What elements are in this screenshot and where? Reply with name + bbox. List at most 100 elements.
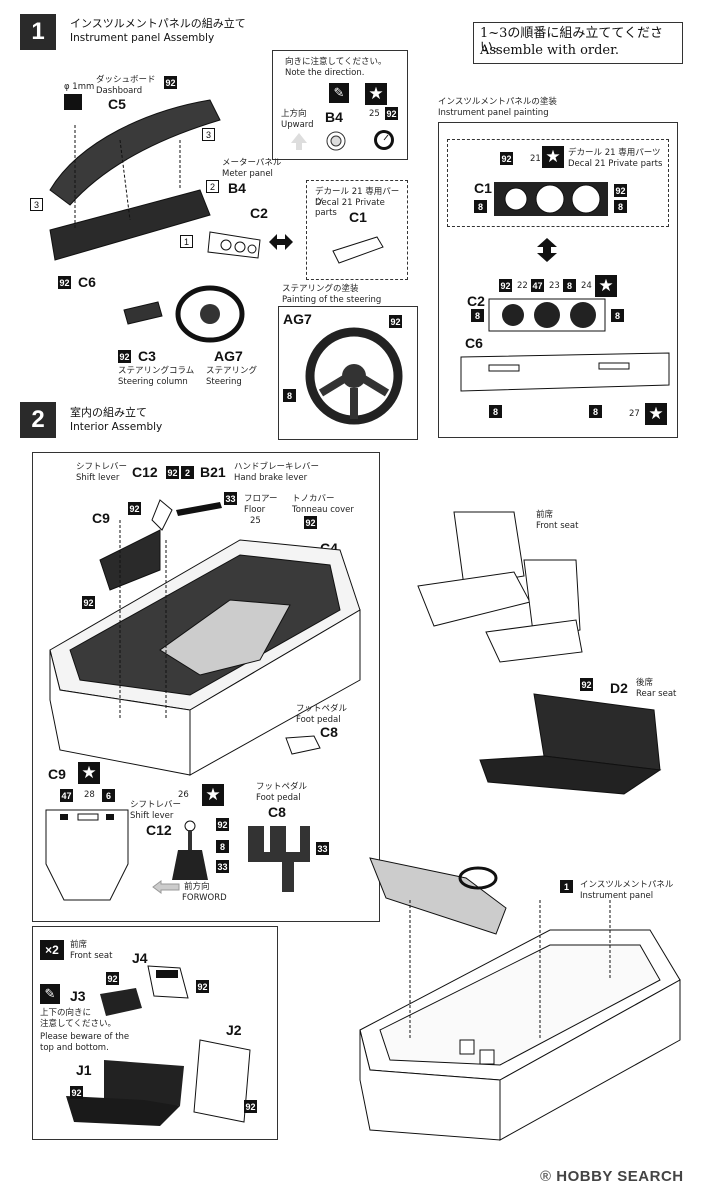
steering-paint-en: Painting of the steering (282, 295, 382, 305)
pc6-color-27: 27 (629, 409, 640, 419)
c6-color-92: 92 (58, 276, 71, 289)
order-note-jp: 1~3の順番に組み立ててください。 (480, 26, 664, 55)
upward-en: Upward (281, 120, 314, 130)
front-seat-en: Front seat (536, 521, 579, 531)
step-1-title: インスツルメントパネルの組み立て Instrument panel Assemb… (70, 17, 246, 45)
interior-tub-drawing (49, 499, 361, 776)
decal-c1-box: デカール 21 専用パーツ Decal 21 Private parts C1 (306, 180, 408, 280)
handbrake-jp: ハンドブレーキレバー (234, 462, 320, 472)
panel-painting-en: Instrument panel painting (438, 108, 549, 118)
shift-lever2-en: Shift lever (130, 811, 174, 821)
order-note-en: Assemble with order. (480, 43, 620, 58)
pc2-color-22: 22 (517, 281, 528, 291)
part-c12: C12 (132, 464, 158, 480)
j2-color-92: 92 (244, 1100, 257, 1113)
part-j3: J3 (70, 988, 86, 1004)
part-c9: C9 (92, 510, 110, 526)
pedal-assembly-drawing (248, 826, 310, 892)
pc2-color-8a: 8 (471, 309, 484, 322)
c12b-color-92: 92 (216, 818, 229, 831)
pc2-color-24: 24 (581, 281, 592, 291)
pc1-color-8a: 8 (474, 200, 487, 213)
direction-note-box: 向きに注意してください。 Note the direction. ✎ ★ 上方向… (272, 50, 408, 160)
direction-note-en: Note the direction. (285, 68, 365, 78)
steering-column-jp: ステアリングコラム (118, 366, 195, 376)
paint-brush-icon: ✎ (329, 83, 349, 103)
c9-console-drawing (45, 809, 129, 901)
steering-column-en: Steering column (118, 377, 188, 387)
c2-gauge-panel-drawing (488, 298, 606, 332)
color-25: 25 (369, 109, 380, 119)
floor-en: Floor (244, 505, 266, 515)
rear-seat-en: Rear seat (636, 689, 677, 699)
direction-b4-part: B4 (325, 109, 343, 125)
j4-headrest-frame-drawing (147, 965, 189, 999)
tonneau-jp: トノカバー (292, 494, 335, 504)
step-2-number: 2 (20, 402, 56, 438)
double-arrow-icon (269, 234, 293, 250)
up-down-arrow-icon (537, 238, 557, 262)
pc2-color-47: 47 (531, 279, 544, 292)
part-c8: C8 (320, 724, 338, 740)
pc1-color-92b: 92 (614, 184, 627, 197)
painting-part-c1: C1 (474, 180, 492, 196)
drill-size: φ 1mm (64, 82, 95, 92)
pc6-color-8b: 8 (589, 405, 602, 418)
pc2-color-23: 23 (549, 281, 560, 291)
front-seat-jp: 前席 (536, 510, 554, 520)
shift-lever2-jp: シフトレバー (130, 800, 182, 810)
pc2-color-8: 8 (563, 279, 576, 292)
c12b-color-33: 33 (216, 860, 229, 873)
c9-color-92: 92 (128, 502, 141, 515)
step-1-title-en: Instrument panel Assembly (70, 32, 215, 44)
forward-en: FORWORD (182, 893, 227, 903)
step-2-title-en: Interior Assembly (70, 421, 163, 433)
c9-color-47: 47 (60, 789, 73, 802)
inst-panel-en: Instrument panel (580, 891, 654, 901)
meter-panel-jp: メーターパネル (222, 158, 282, 168)
c4-color-92: 92 (82, 596, 95, 609)
c12b-color-8: 8 (216, 840, 229, 853)
meter-panel-en: Meter panel (222, 169, 273, 179)
c8-color-33: 33 (316, 842, 329, 855)
shift-lever-jp: シフトレバー (76, 462, 128, 472)
assembly-order-note: 1~3の順番に組み立ててください。 Assemble with order. (473, 22, 683, 64)
pedal-en: Foot pedal (296, 715, 341, 725)
shift-decal-star-icon: ★ (202, 784, 224, 806)
upward-arrow-icon (291, 133, 307, 150)
c1-part-drawing (332, 236, 384, 264)
wheel-color-8: 8 (283, 389, 296, 402)
seat-note-jp1: 上下の向きに (40, 1008, 92, 1018)
front-seats-drawing (417, 511, 583, 663)
steering-wheel-icon (305, 327, 403, 425)
c9-color-28: 28 (84, 790, 95, 800)
panel-painting-jp: インスツルメントパネルの塗装 (438, 97, 557, 107)
step-1-number: 1 (20, 14, 56, 50)
watermark-logo-icon: ® (540, 1168, 552, 1185)
step-3-marker-a: 3 (202, 128, 215, 141)
floor-jp: フロアー (244, 494, 278, 504)
pedal2-jp: フットペダル (256, 782, 308, 792)
dashboard-color-92: 92 (164, 76, 177, 89)
floor-color-25: 25 (250, 516, 261, 526)
pedal2-en: Foot pedal (256, 793, 301, 803)
seat-quantity-badge: ×2 (40, 940, 64, 960)
dashboard-jp: ダッシュボード (96, 75, 156, 85)
pedal-small-drawing (285, 735, 321, 755)
painting-decal-box: 92 21 ★ デカール 21 専用パーツ Decal 21 Private p… (447, 139, 669, 227)
c12-color-92: 92 (166, 466, 179, 479)
seat-en: Front seat (70, 951, 113, 961)
handbrake-en: Hand brake lever (234, 473, 308, 483)
seat-note-jp2: 注意してください。 (40, 1019, 116, 1029)
wheel-color-92: 92 (389, 315, 402, 328)
steering-paint-jp: ステアリングの塗装 (282, 284, 359, 294)
part-j2: J2 (226, 1022, 242, 1038)
shift-lever-en: Shift lever (76, 473, 120, 483)
pc1-color-8b: 8 (614, 200, 627, 213)
step-3-marker-b: 3 (30, 198, 43, 211)
dashboard-en: Dashboard (96, 86, 143, 96)
part-c8-detail: C8 (268, 804, 286, 820)
painting-decal-en: Decal 21 Private parts (568, 159, 663, 169)
painting-decal-jp: デカール 21 専用パーツ (568, 148, 661, 158)
part-d2: D2 (610, 680, 628, 696)
